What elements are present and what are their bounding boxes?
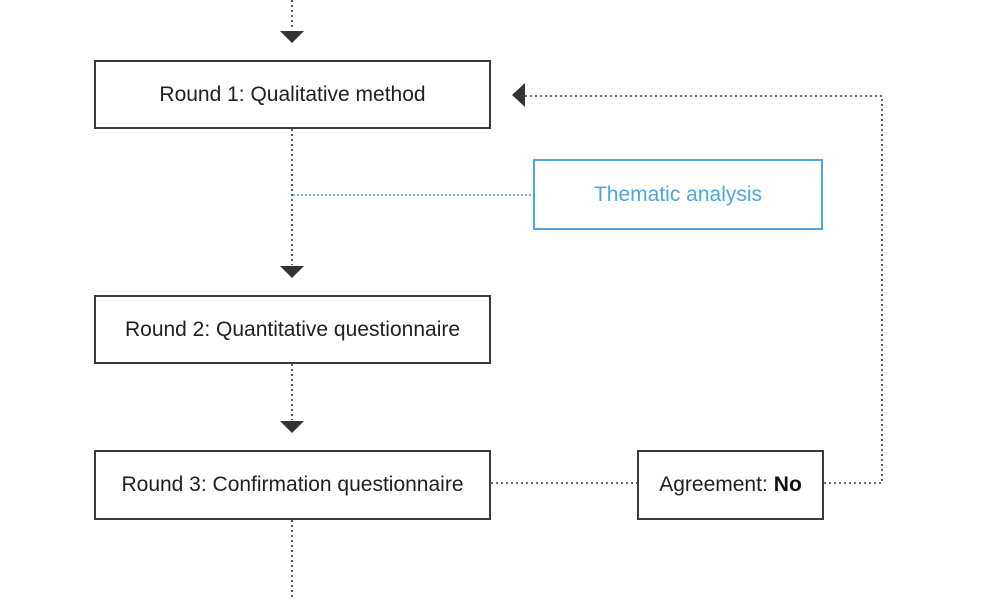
connector-feedback-loop xyxy=(525,95,883,484)
node-round-1: Round 1: Qualitative method xyxy=(94,60,491,129)
node-round-1-label: Round 1: Qualitative method xyxy=(159,82,426,106)
node-round-3: Round 3: Confirmation questionnaire xyxy=(94,450,491,520)
node-round-3-label: Round 3: Confirmation questionnaire xyxy=(121,473,464,496)
node-round-2: Round 2: Quantitative questionnaire xyxy=(94,295,491,364)
node-agreement-value: No xyxy=(773,473,802,496)
arrowhead-into-round-3 xyxy=(280,421,304,433)
node-agreement-label: Agreement: xyxy=(659,473,768,496)
arrowhead-feedback-into-round-1 xyxy=(512,83,525,107)
node-thematic-analysis-label: Thematic analysis xyxy=(593,182,763,206)
arrowhead-into-round-1 xyxy=(280,31,304,43)
node-agreement: Agreement: No xyxy=(637,450,824,520)
arrowhead-into-round-2 xyxy=(280,266,304,278)
node-round-2-label: Round 2: Quantitative questionnaire xyxy=(124,317,461,341)
node-thematic-analysis: Thematic analysis xyxy=(533,159,823,230)
